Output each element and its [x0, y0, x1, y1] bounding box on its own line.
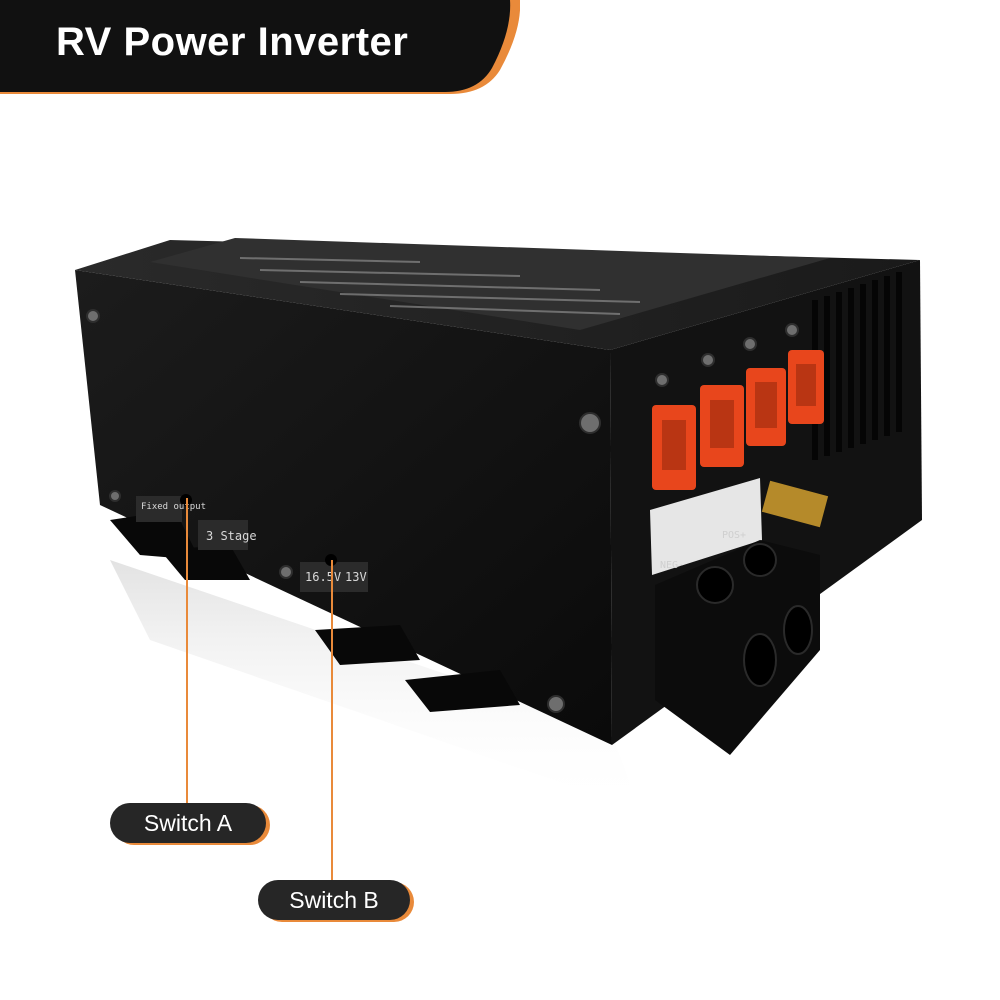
fixed-output-label: Fixed output	[141, 502, 207, 512]
page-title: RV Power Inverter	[56, 20, 409, 64]
switch-b-callout: Switch B	[258, 880, 410, 920]
three-stage-label: 3 Stage	[206, 529, 257, 543]
screw-icon	[86, 309, 799, 713]
terminal-block-icon	[655, 540, 820, 755]
title-banner	[0, 0, 520, 94]
terminal-negative-label: NEG-	[660, 560, 685, 571]
voltage-low-label: 13V	[345, 570, 367, 584]
fuse-icon	[652, 350, 824, 490]
switch-a-leader-line	[186, 498, 188, 803]
terminal-positive-label: POS+	[722, 530, 747, 541]
voltage-high-label: 16.5V	[305, 570, 342, 584]
switch-b-leader-line	[331, 560, 333, 880]
switch-a-callout: Switch A	[110, 803, 266, 843]
